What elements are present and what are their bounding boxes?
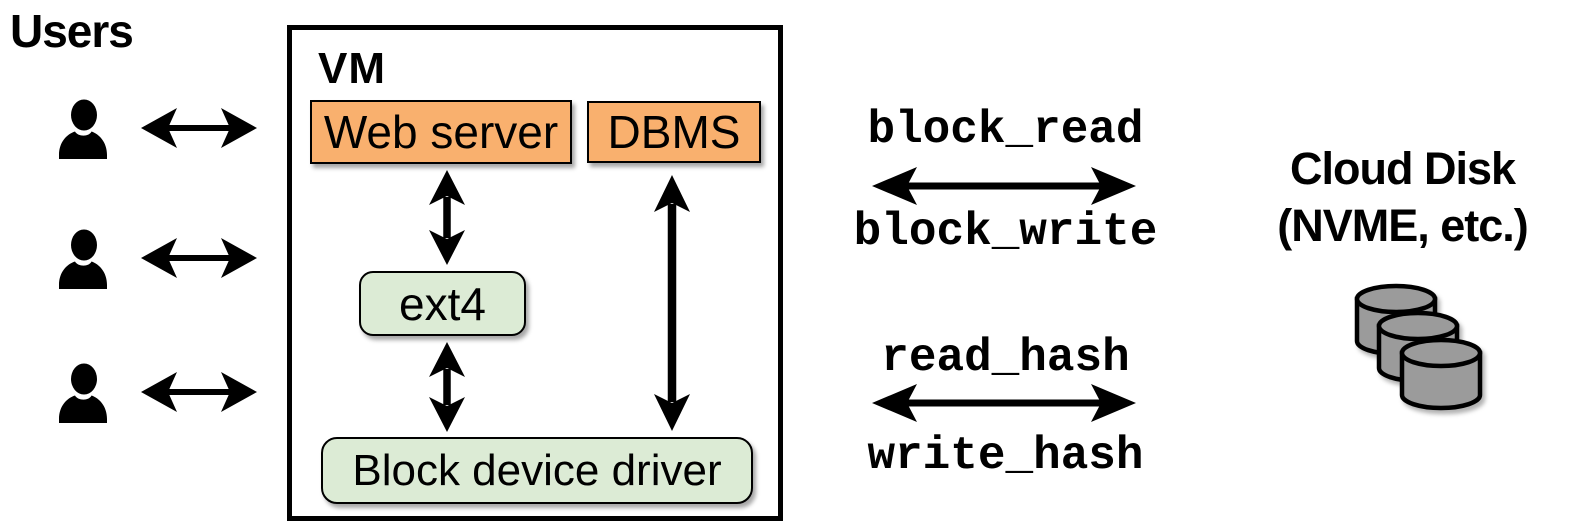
user-icon: [59, 363, 107, 423]
disk-stack-icon: [1354, 283, 1483, 411]
read-hash-label: read_hash: [881, 332, 1130, 384]
vm-label: VM: [318, 44, 386, 93]
dbms-label: DBMS: [607, 106, 741, 158]
disk-cylinder-icon: [1399, 337, 1483, 411]
dbms-blockdriver-arrow-icon: [654, 175, 690, 431]
block-device-driver-label: Block device driver: [352, 445, 722, 495]
users-title: Users: [10, 5, 134, 57]
user-vm-arrow-icon: [141, 372, 257, 412]
vm-box: [287, 25, 783, 521]
web-server-label: Web server: [323, 106, 559, 158]
block-device-driver-box: Block device driver: [321, 437, 753, 504]
ext4-label: ext4: [399, 277, 486, 330]
ext4-blockdriver-arrow-icon: [429, 342, 465, 432]
block-io-arrow-icon: [872, 167, 1136, 205]
web-server-box: Web server: [310, 100, 572, 164]
ext4-box: ext4: [359, 271, 526, 336]
hash-io-arrow-icon: [872, 384, 1136, 422]
cloud-disk-title-line2: (NVME, etc.): [1277, 200, 1529, 251]
user-vm-arrow-icon: [141, 238, 257, 278]
block-read-label: block_read: [867, 104, 1144, 156]
user-icon: [59, 99, 107, 159]
dbms-box: DBMS: [587, 101, 761, 163]
cloud-disk-title: Cloud Disk (NVME, etc.): [1225, 140, 1578, 254]
write-hash-label: write_hash: [867, 430, 1144, 482]
user-icon: [59, 229, 107, 289]
webserver-ext4-arrow-icon: [429, 170, 465, 265]
user-vm-arrow-icon: [141, 108, 257, 148]
block-write-label: block_write: [853, 206, 1158, 258]
cloud-disk-title-line1: Cloud Disk: [1289, 143, 1516, 194]
